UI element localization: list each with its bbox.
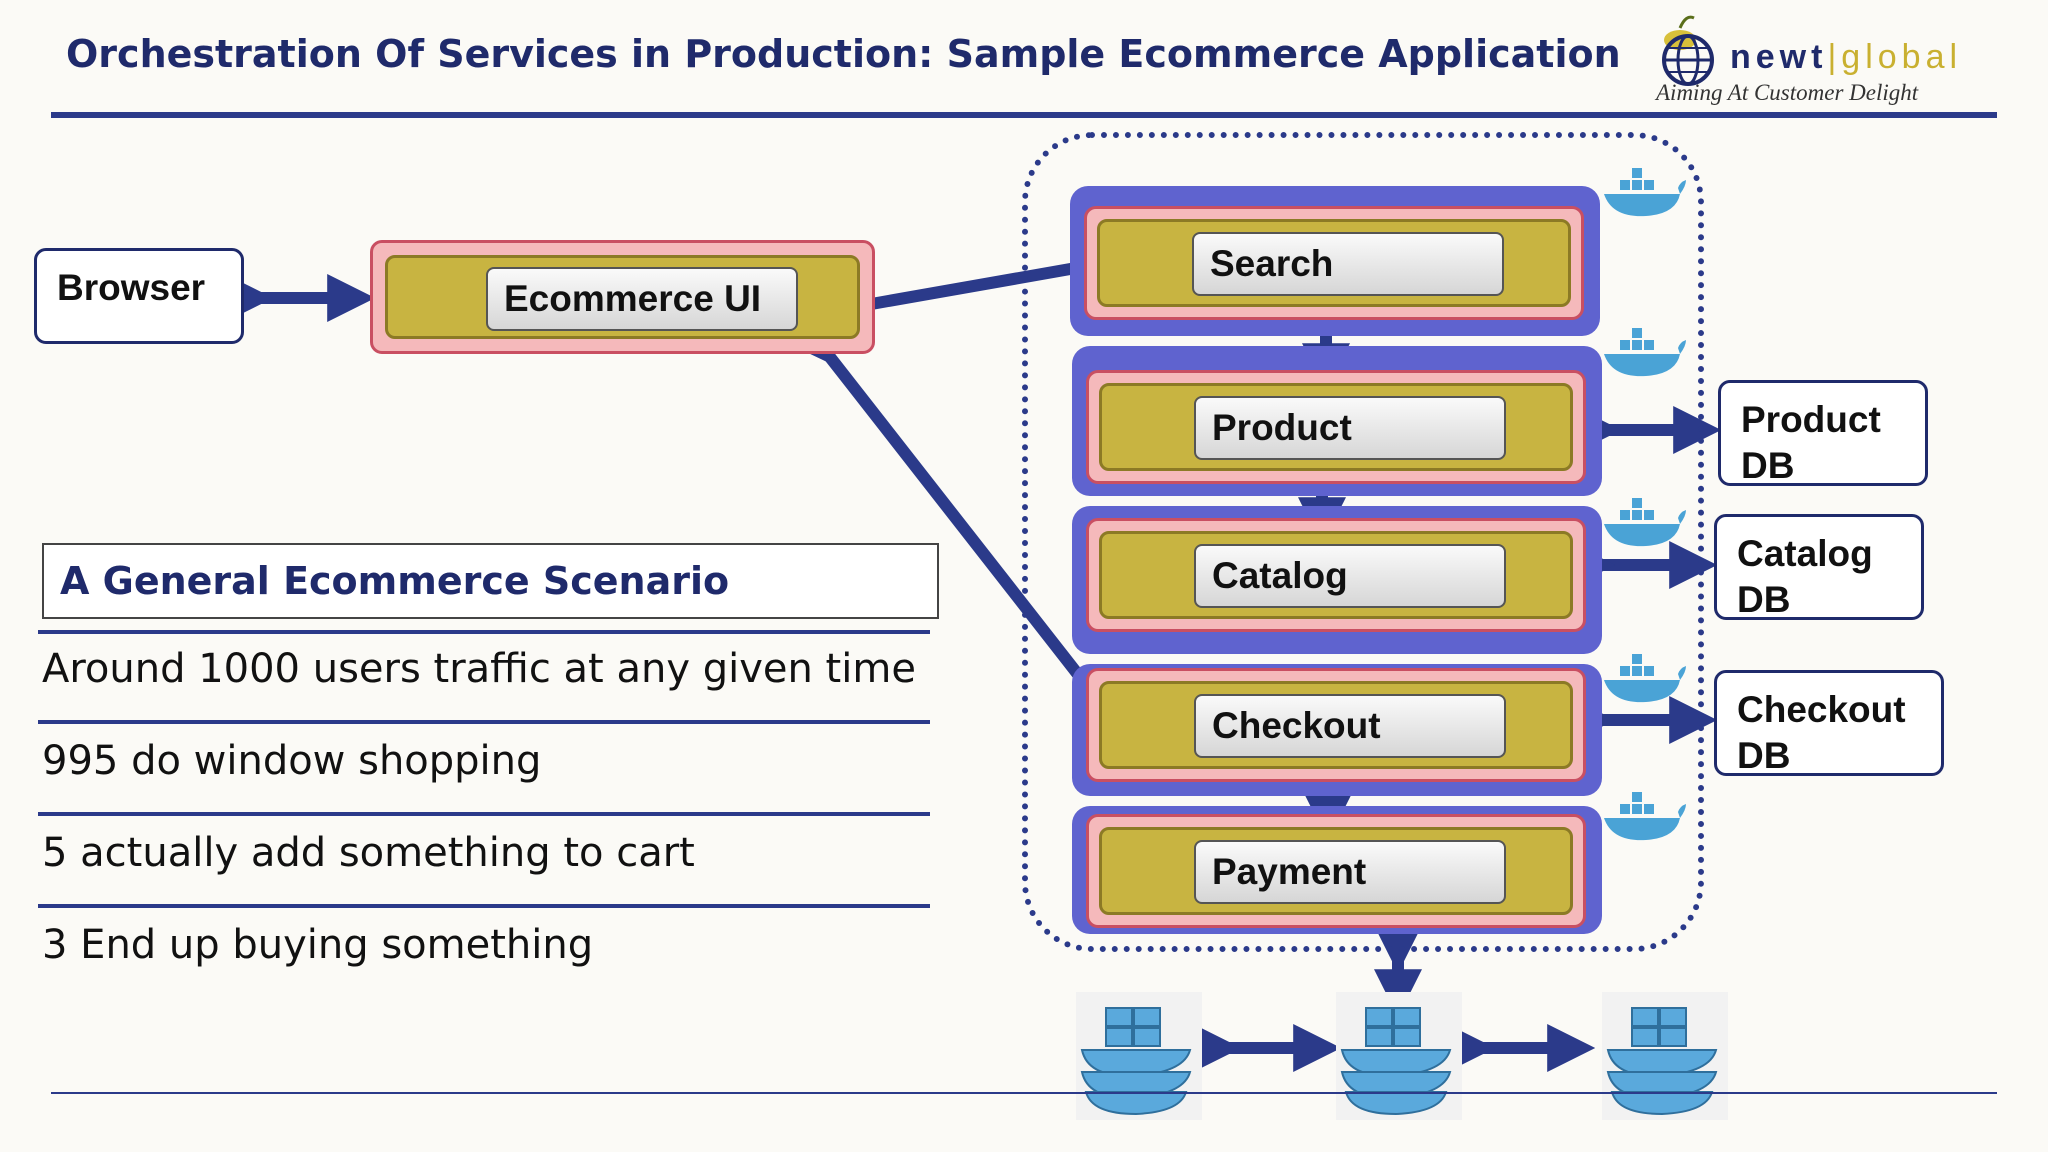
checkout-db-label-2: DB bbox=[1737, 735, 1791, 776]
scenario-line-3: 5 actually add something to cart bbox=[42, 830, 695, 876]
docker-whale-icon bbox=[1604, 498, 1686, 547]
browser-box: Browser bbox=[34, 248, 244, 344]
logo-tagline: Aiming At Customer Delight bbox=[1656, 80, 1919, 105]
product-db-label-2: DB bbox=[1741, 445, 1795, 486]
service-search: Search bbox=[1070, 186, 1600, 336]
catalog-service-button[interactable]: Catalog bbox=[1194, 544, 1506, 608]
company-logo: newt|global Aiming At Customer Delight bbox=[1650, 10, 1990, 110]
catalog-db-label-1: Catalog bbox=[1737, 533, 1873, 574]
ui-checkout-arrow bbox=[789, 314, 1124, 734]
checkout-db-box: Checkout DB bbox=[1714, 670, 1944, 776]
ecommerce-ui-panel: Ecommerce UI bbox=[385, 255, 860, 339]
slide-title: Orchestration Of Services in Production:… bbox=[66, 32, 1621, 76]
product-service-button[interactable]: Product bbox=[1194, 396, 1506, 460]
ecommerce-ui-button[interactable]: Ecommerce UI bbox=[486, 267, 798, 331]
scenario-divider bbox=[38, 812, 930, 816]
service-catalog-panel: Catalog bbox=[1099, 531, 1573, 619]
docker-whale-stack-icon bbox=[1336, 992, 1462, 1120]
docker-whale-stack-icon bbox=[1602, 992, 1728, 1120]
logo-separator: | bbox=[1827, 38, 1842, 76]
docker-whale-icon bbox=[1604, 654, 1686, 703]
ecommerce-ui-frame: Ecommerce UI bbox=[370, 240, 875, 354]
scenario-line-4: 3 End up buying something bbox=[42, 922, 594, 968]
catalog-db-box: Catalog DB bbox=[1714, 514, 1924, 620]
logo-name-global: global bbox=[1841, 38, 1963, 76]
service-catalog-frame: Catalog bbox=[1086, 518, 1586, 632]
logo-wordmark: newt|global bbox=[1730, 38, 1962, 77]
scenario-line-2: 995 do window shopping bbox=[42, 738, 542, 784]
orchestration-cluster-boundary bbox=[1022, 132, 1704, 952]
globe-icon bbox=[1662, 15, 1714, 86]
scenario-divider bbox=[38, 904, 930, 908]
payment-service-button[interactable]: Payment bbox=[1194, 840, 1506, 904]
service-checkout-panel: Checkout bbox=[1099, 681, 1573, 769]
service-checkout-frame: Checkout bbox=[1086, 668, 1586, 782]
docker-whale-stack-icon bbox=[1076, 992, 1202, 1120]
title-underline bbox=[51, 112, 1997, 118]
service-search-frame: Search bbox=[1084, 206, 1584, 320]
search-service-button[interactable]: Search bbox=[1192, 232, 1504, 296]
scenario-line-1: Around 1000 users traffic at any given t… bbox=[42, 646, 916, 692]
service-product-panel: Product bbox=[1099, 383, 1573, 471]
scenario-divider bbox=[38, 630, 930, 634]
checkout-service-button[interactable]: Checkout bbox=[1194, 694, 1506, 758]
service-payment-panel: Payment bbox=[1099, 827, 1573, 915]
docker-whale-icon bbox=[1604, 792, 1686, 841]
docker-whale-icon bbox=[1604, 168, 1686, 217]
footer-rule bbox=[51, 1092, 1997, 1094]
service-payment: Payment bbox=[1072, 806, 1602, 934]
service-payment-frame: Payment bbox=[1086, 814, 1586, 928]
service-search-panel: Search bbox=[1097, 219, 1571, 307]
docker-whale-icon bbox=[1604, 328, 1686, 377]
product-db-box: Product DB bbox=[1718, 380, 1928, 486]
browser-label: Browser bbox=[57, 267, 206, 308]
scenario-heading: A General Ecommerce Scenario bbox=[42, 543, 939, 619]
service-product: Product bbox=[1072, 346, 1602, 496]
product-db-label-1: Product bbox=[1741, 399, 1881, 440]
checkout-db-label-1: Checkout bbox=[1737, 689, 1906, 730]
scenario-divider bbox=[38, 720, 930, 724]
logo-name-newt: newt bbox=[1730, 38, 1828, 76]
service-catalog: Catalog bbox=[1072, 506, 1602, 654]
ui-search-arrow bbox=[827, 243, 1129, 335]
service-checkout: Checkout bbox=[1072, 664, 1602, 796]
catalog-db-label-2: DB bbox=[1737, 579, 1791, 620]
service-product-frame: Product bbox=[1086, 370, 1586, 484]
